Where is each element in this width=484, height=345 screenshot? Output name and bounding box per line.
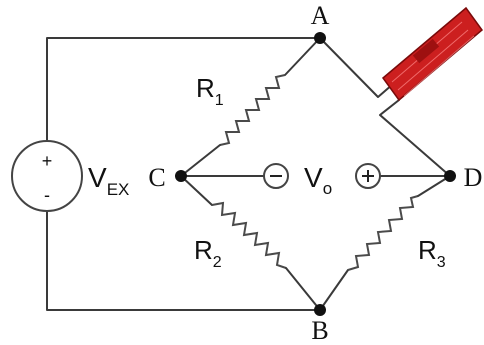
r3-label-main: R [418,235,437,265]
gauge-lead-a [319,37,394,98]
r2-label-main: R [194,235,213,265]
output-voltage-label: Vo [304,162,332,198]
wire-r1-to-c [180,144,221,177]
wire-c-to-r2 [180,175,213,206]
source-label-main: V [88,162,107,193]
output-plus-terminal [355,163,381,189]
r2-label-sub: 2 [213,254,222,271]
output-label-sub: o [323,179,332,198]
source-plus-sign: + [42,151,53,171]
node-a-label: A [311,1,330,30]
node-b-label: B [311,316,328,345]
voltage-source-icon: + - [11,140,83,212]
node-b-dot [314,304,326,316]
wire-a-to-r1 [284,37,321,76]
r3-label-sub: 3 [437,254,446,271]
r3-label: R3 [418,235,446,271]
resistor-r3 [347,195,419,271]
r1-label-main: R [196,73,215,103]
output-minus-terminal [263,163,289,189]
node-c-label: C [148,163,165,192]
wire-b-to-r3 [319,269,349,311]
node-a-dot [314,32,326,44]
resistor-r1 [219,74,286,146]
node-c-dot [175,170,187,182]
r1-label-sub: 1 [215,92,224,109]
wire-r2-to-b [285,267,321,311]
source-label: VEX [88,162,129,199]
wire-r3-to-d [417,175,451,197]
node-d-label: D [464,163,483,192]
gauge-lead-d [379,99,451,177]
output-label-main: V [304,162,323,193]
source-label-sub: EX [107,180,130,199]
source-minus-sign: - [44,185,50,205]
r2-label: R2 [194,235,222,271]
strain-gauge-icon [381,6,484,102]
wire-source-to-a [46,37,321,149]
resistor-r2 [211,201,287,269]
node-d-dot [444,170,456,182]
r1-label: R1 [196,73,224,109]
wire-source-to-b [46,204,321,311]
